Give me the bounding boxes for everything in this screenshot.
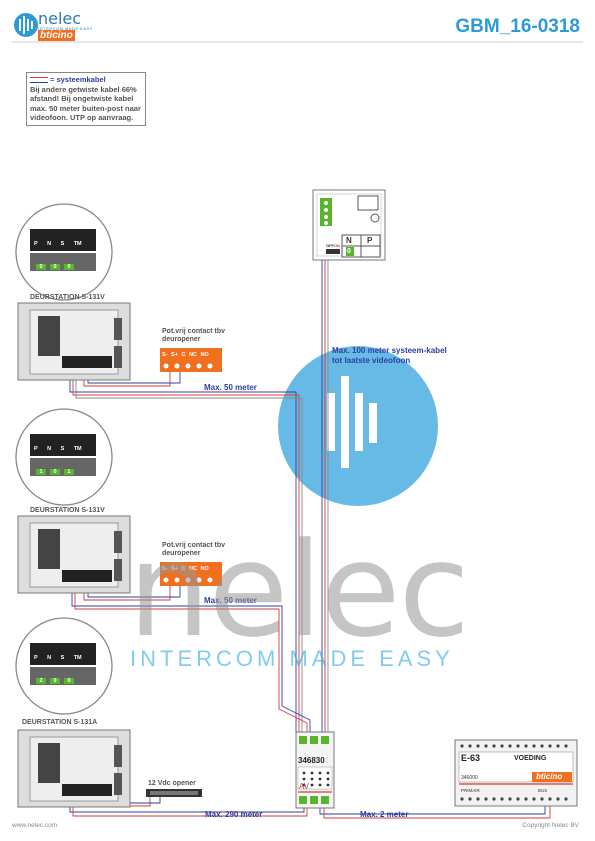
dip-circle-3	[15, 617, 113, 715]
door-station-3	[17, 729, 131, 808]
dip-labels-3: P N S TM	[34, 655, 82, 661]
relay-label-2: Pot.vrij contact tbv deuropener	[162, 542, 226, 557]
cable-note-body: Bij andere getwiste kabel 66% afstand! B…	[30, 84, 141, 123]
module-346830	[295, 731, 335, 809]
cable-note: = systeemkabel Bij andere getwiste kabel…	[26, 72, 146, 126]
relay-block-2	[160, 562, 222, 586]
door-station-2	[17, 515, 131, 594]
videofoon	[312, 189, 386, 261]
power-model: E-63	[461, 753, 481, 763]
watermark-circle	[278, 346, 438, 506]
videofoon-p: P	[367, 236, 373, 245]
station-label-3: DEURSTATION S-131A	[22, 719, 98, 726]
videofoon-distance-label: Max. 100 meter systeem-kabel tot laatste…	[332, 346, 447, 365]
relay-terminals-2: S- S+ C NC NO	[162, 566, 209, 572]
station-label-2: DEURSTATION S-131V	[30, 507, 105, 514]
door-station-1	[17, 302, 131, 381]
system-cables	[69, 200, 551, 819]
cable-legend: = systeemkabel	[50, 75, 106, 84]
footer-copyright: Copyright Nelec BV	[522, 822, 579, 829]
relay-label-1: Pot.vrij contact tbv deuropener	[162, 328, 226, 343]
door-opener	[146, 789, 202, 797]
watermark-name: nelec	[128, 514, 470, 666]
videofoon-value: 0	[347, 248, 351, 255]
power-label: VOEDING	[514, 755, 547, 762]
doc-code: GBM_16-0318	[455, 16, 580, 37]
nelec-logo-icon	[14, 13, 38, 37]
power-brand: bticino	[536, 772, 563, 781]
relay-terminals-1: S- S+ C NC NO	[162, 352, 209, 358]
relay-block-1	[160, 348, 222, 372]
power-code: 346000	[461, 775, 478, 781]
dip-labels-1: P N S TM	[34, 241, 82, 247]
power-bus: BUS	[538, 788, 548, 793]
distance-label-1: Max. 50 meter	[204, 383, 257, 392]
power-primair: PRIMAIR	[461, 788, 480, 793]
logo-name: nelec	[38, 9, 82, 28]
module-av: AV	[299, 782, 310, 791]
logo-brand: bticino	[38, 30, 75, 41]
distance-label-3: Max. 290 meter	[205, 810, 263, 819]
station-label-1: DEURSTATION S-131V	[30, 294, 105, 301]
distance-label-2: Max. 50 meter	[204, 596, 257, 605]
module-code: 346830	[298, 756, 325, 765]
watermark-tagline: INTERCOM MADE EASY	[130, 646, 454, 671]
videofoon-n: N	[346, 236, 352, 245]
opener-label: 12 Vdc opener	[148, 780, 196, 787]
power-supply	[454, 739, 578, 807]
cable-legend-line	[30, 77, 48, 84]
dip-circle-1	[15, 203, 113, 301]
videofoon-switch: OFFON	[326, 243, 340, 248]
logo-tagline: INTERCOM MADE EASY	[38, 26, 93, 31]
dip-labels-2: P N S TM	[34, 446, 82, 452]
dip-circle-2	[15, 408, 113, 506]
footer-website[interactable]: www.nelec.com	[12, 822, 58, 829]
distance-label-power: Max. 2 meter	[360, 810, 409, 819]
